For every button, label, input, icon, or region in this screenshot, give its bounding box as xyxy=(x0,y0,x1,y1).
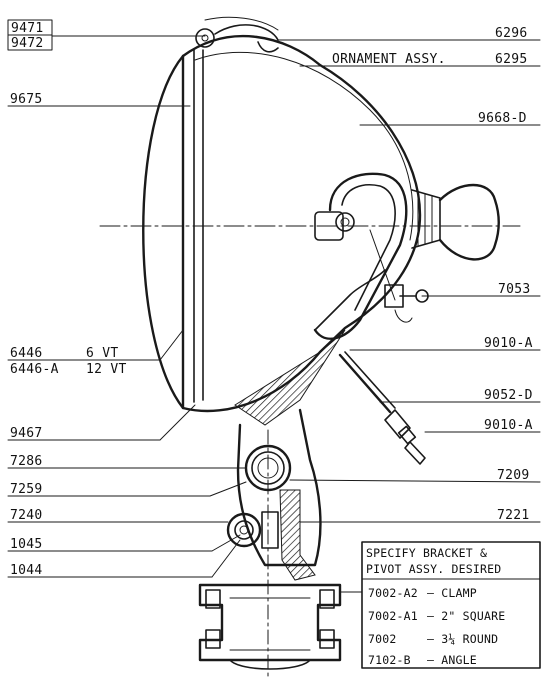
label-1044: 1044 xyxy=(10,563,43,578)
right-labels: 6296 ORNAMENT ASSY. 6295 9668-D 7053 901… xyxy=(332,26,533,523)
bracket-hatched xyxy=(279,489,316,581)
label-9052d: 9052-D xyxy=(484,388,533,403)
spec-box-border xyxy=(361,541,541,669)
spec-row-2-code: 7002-A1 xyxy=(368,609,418,623)
label-9471: 9471 xyxy=(11,21,44,36)
spec-row-3-desc: – 3¼ ROUND xyxy=(427,632,498,646)
label-6296: 6296 xyxy=(495,26,528,41)
label-9668d: 9668-D xyxy=(478,111,527,126)
spec-row-4-desc: – ANGLE xyxy=(427,653,477,667)
spec-row-2-desc: – 2" SQUARE xyxy=(427,609,505,623)
clamp-nut xyxy=(226,511,279,549)
label-7259: 7259 xyxy=(10,482,43,497)
neck-hatched xyxy=(234,329,346,426)
spec-title-line2: PIVOT ASSY. DESIRED xyxy=(366,562,501,576)
label-7221: 7221 xyxy=(497,508,530,523)
label-6295: 6295 xyxy=(495,52,528,67)
spec-row-3-code: 7002 xyxy=(368,632,397,646)
cable-9052d xyxy=(338,351,426,465)
left-labels: 9471 9472 9675 6446 6 VT 6446-A 12 VT 94… xyxy=(7,19,127,578)
reflector-shell xyxy=(142,34,422,413)
label-6446a: 6446-A xyxy=(10,362,59,377)
label-6446a-volt: 12 VT xyxy=(86,362,127,377)
spec-row-1-desc: – CLAMP xyxy=(427,586,477,600)
spotlight-drawing xyxy=(99,16,521,678)
label-1045: 1045 xyxy=(10,537,43,552)
ornament-assembly xyxy=(195,16,279,53)
label-7240: 7240 xyxy=(10,508,43,523)
label-6446: 6446 xyxy=(10,346,43,361)
bottom-clamp xyxy=(198,583,342,670)
reflector-inner xyxy=(194,51,414,241)
label-9010a-bottom: 9010-A xyxy=(484,418,533,433)
label-7053: 7053 xyxy=(498,282,531,297)
label-7209: 7209 xyxy=(497,468,530,483)
label-9675: 9675 xyxy=(10,92,43,107)
leader-lines xyxy=(7,35,541,593)
label-9472: 9472 xyxy=(11,36,44,51)
spec-title-line1: SPECIFY BRACKET & xyxy=(366,546,487,560)
rear-knob xyxy=(411,183,500,261)
label-ornament-assy: ORNAMENT ASSY. xyxy=(332,52,446,67)
spec-row-1-code: 7002-A2 xyxy=(368,586,418,600)
label-7286: 7286 xyxy=(10,454,43,469)
label-9467: 9467 xyxy=(10,426,43,441)
label-6446-volt: 6 VT xyxy=(86,346,119,361)
lamp-socket xyxy=(314,211,355,241)
label-9010a-top: 9010-A xyxy=(484,336,533,351)
spec-row-4-code: 7102-B xyxy=(368,653,411,667)
handle-loop xyxy=(313,172,408,340)
spec-box: SPECIFY BRACKET & PIVOT ASSY. DESIRED 70… xyxy=(361,541,541,669)
